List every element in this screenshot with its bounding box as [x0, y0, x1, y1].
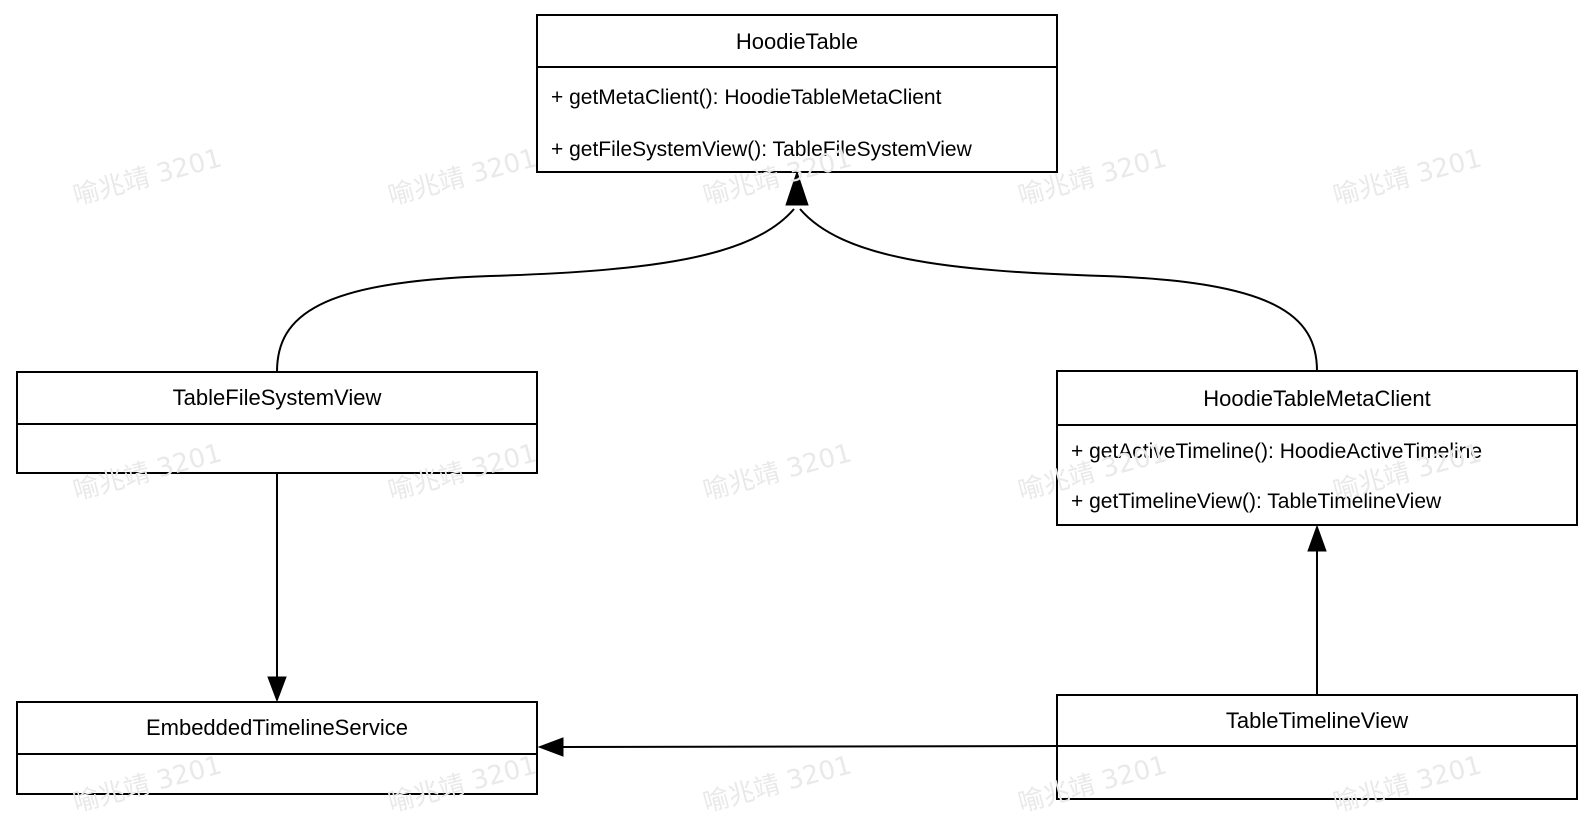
watermark-text: 喻兆靖 3201	[1330, 143, 1485, 211]
arrow-tablefilesystemview-to-hoodietable	[276, 208, 795, 373]
arrowhead-up-hoodietablemetaclient	[1307, 524, 1327, 552]
class-method: + getTimelineView(): TableTimelineView	[1071, 490, 1442, 513]
arrowhead-up-hoodietable	[785, 170, 809, 206]
relations-layer	[267, 170, 1327, 757]
class-embeddedtimelineservice: EmbeddedTimelineService	[16, 701, 538, 795]
class-name: EmbeddedTimelineService	[146, 715, 408, 740]
arrowhead-left-embeddedtimelineservice	[537, 737, 564, 757]
class-box	[536, 14, 1058, 173]
class-method: + getFileSystemView(): TableFileSystemVi…	[551, 138, 973, 161]
class-box	[16, 701, 538, 795]
class-box	[1056, 370, 1578, 526]
arrow-tabletimelineview-to-embeddedtimelineservice	[560, 745, 1058, 748]
class-method: + getMetaClient(): HoodieTableMetaClient	[551, 86, 942, 109]
watermark-text: 喻兆靖 3201	[70, 143, 225, 211]
watermark-text: 喻兆靖 3201	[700, 750, 855, 818]
arrow-hoodietablemetaclient-to-hoodietable	[799, 208, 1318, 372]
class-method: + getActiveTimeline(): HoodieActiveTimel…	[1071, 440, 1482, 463]
class-box	[16, 371, 538, 474]
class-tabletimelineview: TableTimelineView	[1056, 694, 1578, 800]
class-name: TableFileSystemView	[173, 385, 382, 410]
watermark-text: 喻兆靖 3201	[385, 143, 540, 211]
class-hoodietable: HoodieTable + getMetaClient(): HoodieTab…	[536, 14, 1058, 173]
watermark-text: 喻兆靖 3201	[700, 438, 855, 506]
class-name: TableTimelineView	[1226, 708, 1408, 733]
class-hoodietablemetaclient: HoodieTableMetaClient + getActiveTimelin…	[1056, 370, 1578, 526]
class-name: HoodieTable	[736, 29, 858, 54]
class-name: HoodieTableMetaClient	[1203, 386, 1430, 411]
arrowhead-down-embeddedtimelineservice	[267, 676, 287, 703]
class-tablefilesystemview: TableFileSystemView	[16, 371, 538, 474]
